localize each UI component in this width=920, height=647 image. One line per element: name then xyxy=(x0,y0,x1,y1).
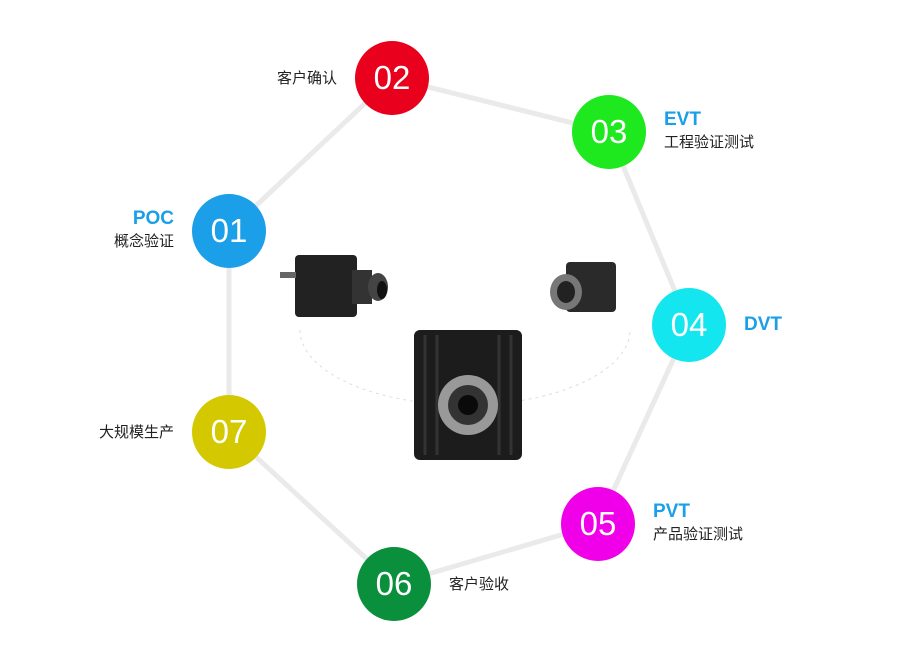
step-en-label: POC xyxy=(132,208,174,229)
step-03-label: EVT 工程验证测试 xyxy=(664,109,754,153)
step-02-label: 客户确认 xyxy=(277,67,337,89)
step-01-label: POC 概念验证 xyxy=(114,208,174,252)
step-06-circle: 06 xyxy=(357,547,431,621)
step-06-label: 客户验收 xyxy=(449,573,509,595)
step-01-circle: 01 xyxy=(192,194,266,268)
step-zh-label: 概念验证 xyxy=(113,232,174,250)
step-zh-label: 客户确认 xyxy=(276,69,337,87)
step-07-circle: 07 xyxy=(192,395,266,469)
step-05-circle: 05 xyxy=(561,487,635,561)
step-04-circle: 04 xyxy=(652,288,726,362)
step-zh-label: 工程验证测试 xyxy=(664,133,755,151)
step-02-circle: 02 xyxy=(355,41,429,115)
camera-right-image xyxy=(550,262,616,312)
step-en-label: EVT xyxy=(664,109,701,130)
step-zh-label: 大规模生产 xyxy=(98,423,174,441)
step-en-label: PVT xyxy=(653,501,690,522)
step-03-circle: 03 xyxy=(572,95,646,169)
step-05-label: PVT 产品验证测试 xyxy=(653,501,743,545)
camera-center-image xyxy=(414,330,522,460)
step-zh-label: 客户验收 xyxy=(449,575,510,593)
step-04-label: DVT xyxy=(744,314,782,336)
step-zh-label: 产品验证测试 xyxy=(653,525,744,543)
step-07-label: 大规模生产 xyxy=(99,421,174,443)
step-en-label: DVT xyxy=(744,314,782,335)
camera-left-image xyxy=(280,255,388,317)
